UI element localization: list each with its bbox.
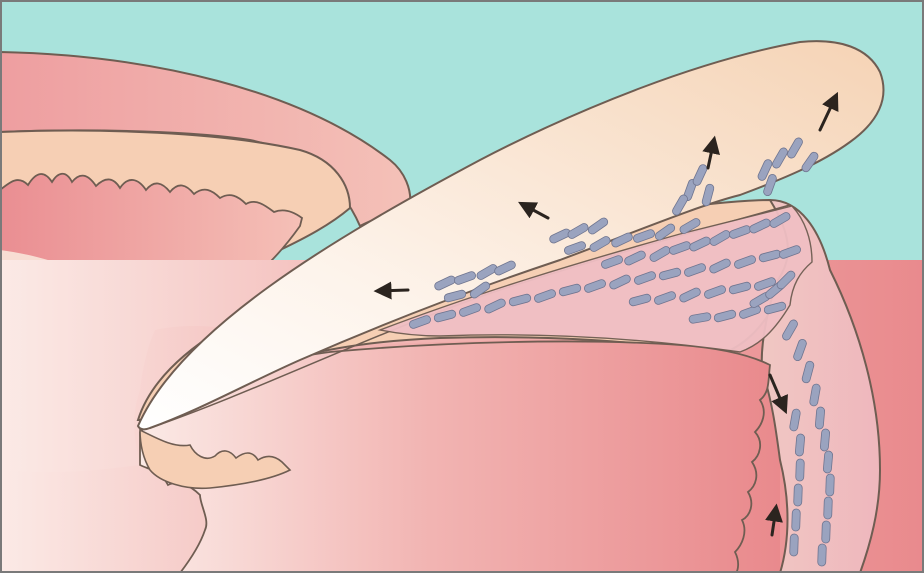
cell: [790, 534, 799, 556]
cell: [826, 474, 835, 496]
cell: [820, 429, 830, 452]
cell: [815, 407, 825, 430]
cell: [824, 497, 833, 519]
cell: [818, 544, 827, 566]
cell: [795, 434, 805, 457]
cell: [792, 509, 801, 531]
cell: [794, 484, 803, 506]
growth-arrow: [378, 290, 408, 291]
cell: [823, 451, 833, 474]
cell: [796, 459, 805, 481]
cell: [822, 521, 831, 543]
